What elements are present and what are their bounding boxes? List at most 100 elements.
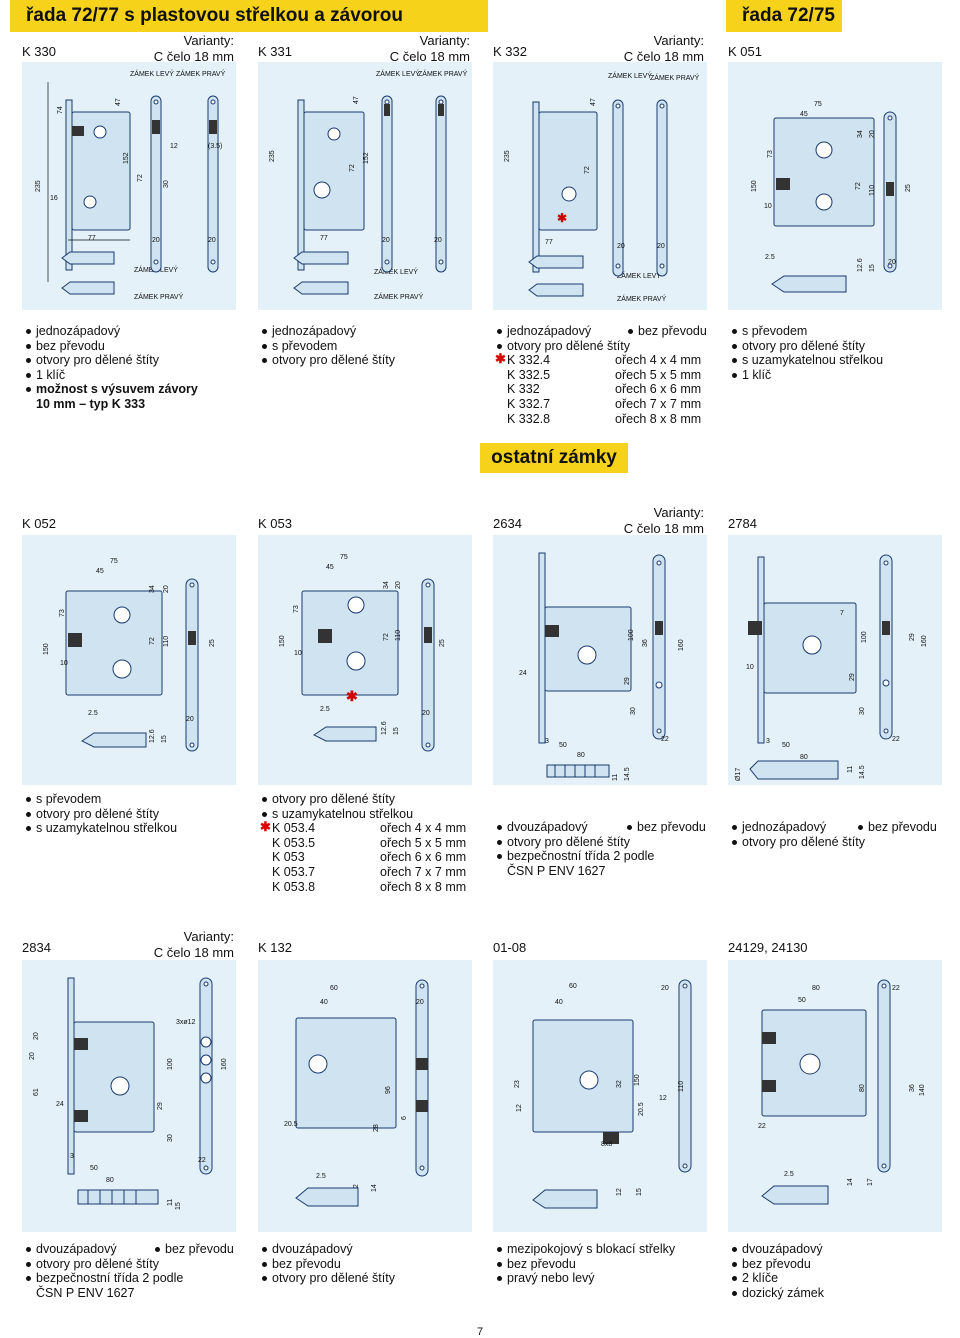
- dimension-label: 96: [385, 1086, 392, 1094]
- bolt-left-label: ZÁMEK LEVÝ: [374, 269, 418, 276]
- dimension-label: 80: [800, 754, 808, 761]
- feature-item: bez převodu: [497, 1257, 675, 1272]
- dimension-label: 12: [170, 143, 178, 150]
- dimension-label: 6: [401, 1116, 408, 1120]
- product-code: K 052: [22, 516, 56, 531]
- feature-item: bez převodu: [628, 324, 707, 339]
- dimension-label: 72: [349, 164, 356, 172]
- dimension-label: 50: [559, 742, 567, 749]
- variant-note: Varianty:C čelo 18 mm: [623, 505, 704, 536]
- dimension-label: 14.5: [624, 767, 631, 781]
- dimension-label: 22: [892, 736, 900, 743]
- dimension-label: 110: [395, 630, 402, 641]
- dimension-label: 28: [373, 1124, 380, 1132]
- feature-item: mezipokojový s blokací střelky: [497, 1242, 675, 1257]
- dimension-label: 24: [519, 670, 527, 677]
- feature-item: s převodem: [26, 792, 177, 807]
- dimension-label: 160: [221, 1058, 228, 1070]
- feature-list-k053: otvory pro dělené štíty s uzamykatelnou …: [260, 792, 467, 894]
- feature-item: bez převodu: [262, 1257, 395, 1272]
- dimension-label: 50: [798, 997, 806, 1004]
- lock-left-label: ZÁMEK LEVÝ: [130, 71, 174, 78]
- dimension-label: 15: [175, 1202, 182, 1210]
- feature-item: otvory pro dělené štíty: [497, 339, 711, 354]
- dimension-label: 20: [33, 1032, 40, 1040]
- dimension-label: 152: [363, 152, 370, 164]
- lock-left-label: ZÁMEK LEVÝ: [608, 73, 652, 80]
- feature-item: jednozápadový: [26, 324, 198, 339]
- variant-note: Varianty:C čelo 18 mm: [153, 33, 234, 64]
- feature-item: s uzamykatelnou střelkou: [732, 353, 883, 368]
- dimension-label: 30: [630, 707, 637, 715]
- dimension-label: 14.5: [859, 765, 866, 779]
- dimension-label: 11: [167, 1199, 174, 1206]
- dimension-label: 12: [516, 1104, 523, 1112]
- bolt-right-label: ZÁMEK PRAVÝ: [374, 294, 424, 301]
- feature-list-01-08: mezipokojový s blokací střelky bez převo…: [497, 1242, 675, 1286]
- feature-item: dvouzápadový: [497, 820, 654, 835]
- lock-drawing-k332: ✱ 235 47 72 77 20 20: [504, 98, 668, 297]
- lock-right-label: ZÁMEK PRAVÝ: [418, 71, 468, 78]
- feature-item: otvory pro dělené štíty: [26, 1257, 183, 1272]
- feature-item: otvory pro dělené štíty: [262, 353, 395, 368]
- dimension-label: 47: [590, 98, 597, 106]
- dimension-label: 22: [758, 1123, 766, 1130]
- dimension-label: 100: [167, 1058, 174, 1070]
- dimension-label: 2.5: [320, 706, 330, 713]
- dimension-label: 77: [88, 235, 96, 242]
- feature-item: dozický zámek: [732, 1286, 824, 1301]
- section-title-other-locks: ostatní zámky: [480, 443, 628, 473]
- feature-item: otvory pro dělené štíty: [497, 835, 654, 850]
- dimension-label: 15: [869, 264, 876, 272]
- dimension-label: 29: [849, 673, 856, 681]
- feature-item: bezpečnostní třída 2 podle: [26, 1271, 183, 1286]
- dimension-label: 2.5: [765, 254, 775, 261]
- dimension-label: 77: [320, 235, 328, 242]
- bolt-right-label: ZÁMEK PRAVÝ: [617, 296, 667, 303]
- drawing-panel-k332: [493, 62, 707, 310]
- dimension-label: 7: [840, 610, 844, 617]
- lock-left-label: ZÁMEK LEVÝ: [376, 71, 420, 78]
- feature-item: otvory pro dělené štíty: [732, 339, 883, 354]
- dimension-label: 100: [628, 629, 635, 641]
- dimension-label: 34: [383, 581, 390, 589]
- feature-list-k132: dvouzápadový bez převodu otvory pro děle…: [262, 1242, 395, 1286]
- feature-list-2834: dvouzápadový otvory pro dělené štíty bez…: [26, 1242, 183, 1300]
- bolt-right-label: ZÁMEK PRAVÝ: [134, 294, 184, 301]
- feature-item: 2 klíče: [732, 1271, 824, 1286]
- feature-item: dvouzápadový: [732, 1242, 824, 1257]
- feature-item: otvory pro dělené štíty: [262, 1271, 395, 1286]
- feature-item: otvory pro dělené štíty: [262, 792, 413, 807]
- dimension-label: 12.6: [149, 729, 156, 743]
- variant-note: Varianty:C čelo 18 mm: [623, 33, 704, 64]
- feature-item: bez převodu: [627, 820, 706, 835]
- dimension-label: 20: [395, 581, 402, 589]
- dimension-label: 235: [504, 150, 511, 162]
- dimension-label: 36: [642, 639, 649, 647]
- product-code: K 330: [22, 44, 56, 59]
- variant-note: Varianty:C čelo 18 mm: [153, 929, 234, 960]
- dimension-label: 100: [861, 631, 868, 643]
- dimension-label: 45: [326, 564, 334, 571]
- dimension-label: 34: [857, 130, 864, 138]
- feature-item: jednozápadový: [497, 324, 711, 339]
- dimension-label: 80: [859, 1084, 866, 1092]
- dimension-label: 45: [96, 568, 104, 575]
- dimension-label: 30: [163, 180, 170, 188]
- dimension-label: 150: [634, 1074, 641, 1086]
- dimension-label: 12.6: [857, 258, 864, 272]
- feature-list-2834-right: bez převodu: [155, 1242, 234, 1257]
- dimension-label: 72: [383, 633, 390, 641]
- dimension-label: 12.6: [381, 721, 388, 735]
- dimension-label: 20: [434, 237, 442, 244]
- star-marker: ✱: [346, 688, 358, 704]
- feature-list-k332-right: bez převodu: [628, 324, 707, 339]
- dimension-label: 20.5: [638, 1102, 645, 1116]
- feature-item: dvouzápadový: [262, 1242, 395, 1257]
